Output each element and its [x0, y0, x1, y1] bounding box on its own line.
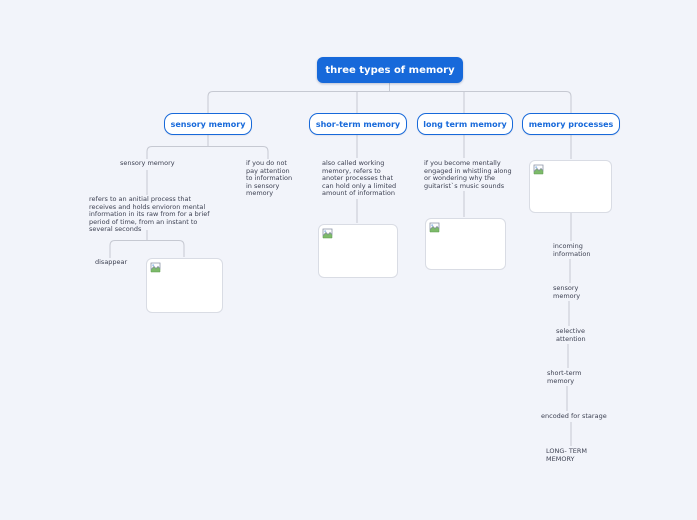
image-node-processes[interactable]	[529, 160, 612, 213]
image-node-long-term[interactable]	[425, 218, 506, 270]
node-memory-processes[interactable]: memory processes	[522, 113, 620, 135]
broken-image-icon	[533, 164, 544, 175]
image-node-short-term[interactable]	[318, 224, 398, 278]
root-node[interactable]: three types of memory	[317, 57, 463, 83]
node-short-term-memory-label: shor-term memory	[315, 119, 401, 129]
note-short-term[interactable]: also called working memory, refers to an…	[322, 159, 397, 197]
broken-image-icon	[150, 262, 161, 273]
node-short-term-memory[interactable]: shor-term memory	[309, 113, 407, 135]
node-long-term-memory-label: long term memory	[423, 119, 507, 129]
step-short-term-memory[interactable]: short-term memory	[547, 369, 582, 385]
step-selective-attention[interactable]: selective attention	[556, 327, 586, 343]
step-sensory-memory[interactable]: sensory memory	[553, 284, 581, 300]
note-long-term[interactable]: if you become mentally engaged in whistl…	[424, 159, 512, 190]
note-sensory-definition[interactable]: refers to an anitial process that receiv…	[89, 195, 210, 233]
node-long-term-memory[interactable]: long term memory	[417, 113, 513, 135]
broken-image-icon	[429, 222, 440, 233]
step-incoming-information[interactable]: incoming information	[553, 242, 591, 258]
image-node-sensory[interactable]	[146, 258, 223, 313]
node-sensory-memory-label: sensory memory	[170, 119, 246, 129]
note-sensory-sublabel[interactable]: sensory memory	[120, 159, 175, 167]
root-node-label: three types of memory	[325, 64, 455, 76]
note-disappear[interactable]: disappear	[95, 258, 128, 266]
note-no-attention[interactable]: if you do not pay attention to informati…	[246, 159, 293, 197]
node-sensory-memory[interactable]: sensory memory	[164, 113, 252, 135]
step-encoded-for-storage[interactable]: encoded for starage	[541, 412, 607, 420]
step-long-term-memory[interactable]: LONG- TERM MEMORY	[546, 447, 588, 463]
node-memory-processes-label: memory processes	[528, 119, 614, 129]
broken-image-icon	[322, 228, 333, 239]
